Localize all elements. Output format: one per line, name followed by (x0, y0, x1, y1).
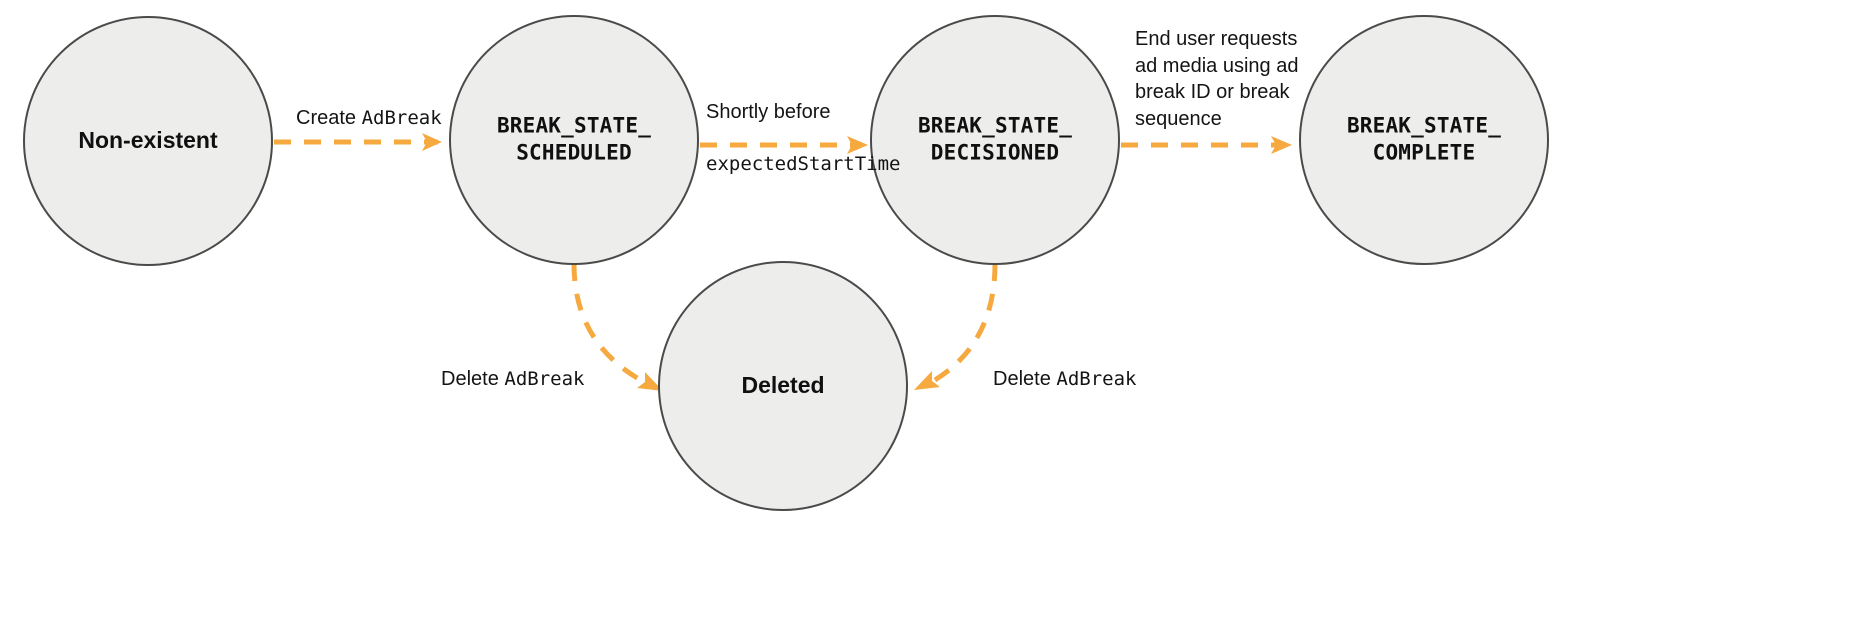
edge-delete-adbreak-from-decisioned-line (926, 263, 998, 387)
edge-shortly-before[interactable] (700, 136, 868, 154)
edge-end-user-requests[interactable] (1121, 136, 1292, 154)
edge-delete-adbreak-from-decisioned-arrowhead (914, 371, 940, 390)
edge-delete-adbreak-from-scheduled-line (571, 263, 652, 388)
edge-create-adbreak[interactable] (274, 133, 442, 151)
node-break-state-complete[interactable] (1299, 15, 1549, 265)
node-deleted[interactable] (658, 261, 908, 511)
edge-delete-adbreak-from-decisioned[interactable] (914, 263, 998, 390)
edge-shortly-before-arrowhead (847, 136, 868, 154)
edge-end-user-requests-arrowhead (1271, 136, 1292, 154)
node-break-state-decisioned[interactable] (870, 15, 1120, 265)
node-break-state-scheduled[interactable] (449, 15, 699, 265)
edge-create-adbreak-arrowhead (422, 133, 442, 151)
edge-delete-adbreak-from-scheduled-arrowhead (637, 372, 663, 391)
edge-delete-adbreak-from-scheduled[interactable] (571, 263, 663, 391)
node-non-existent[interactable] (23, 16, 273, 266)
